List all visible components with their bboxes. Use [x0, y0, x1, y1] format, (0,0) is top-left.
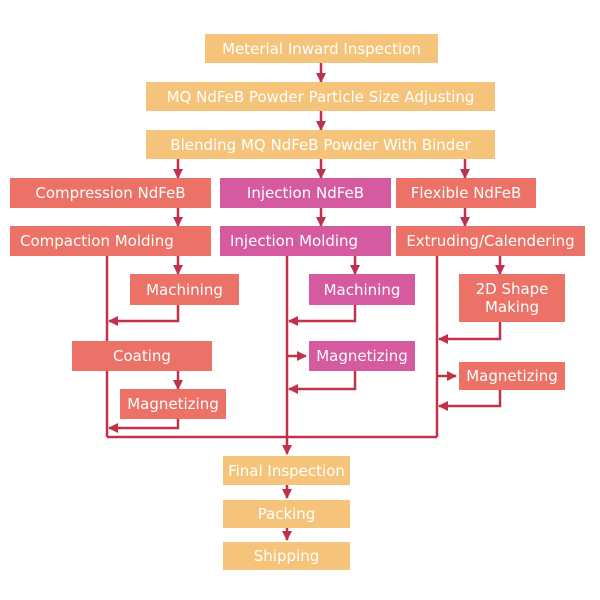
step-inward-inspection: Meterial Inward Inspection	[205, 34, 438, 63]
step-final-inspection: Final Inspection	[223, 456, 350, 485]
flexible-2d-shape-making: 2D Shape Making	[459, 274, 565, 322]
injection-title: Injection NdFeB	[220, 178, 391, 208]
flexible-title: Flexible NdFeB	[396, 178, 536, 208]
flexible-extruding: Extruding/Calendering	[396, 226, 585, 256]
compression-magnetizing: Magnetizing	[120, 389, 226, 419]
step-particle-size-adjusting: MQ NdFeB Powder Particle Size Adjusting	[146, 82, 495, 111]
arrow-flex-magnetizing-return	[438, 390, 502, 411]
injection-molding: Injection Molding	[220, 226, 391, 256]
injection-machining: Machining	[309, 274, 415, 305]
compression-title: Compression NdFeB	[10, 178, 211, 208]
step-packing: Packing	[223, 500, 350, 528]
arrow-machining-return	[108, 305, 180, 326]
arrow-inj-machining-return	[288, 305, 357, 326]
compression-coating: Coating	[72, 341, 212, 371]
arrow-magnetizing-return	[108, 419, 180, 433]
arrow-inj-magnetizing-return	[288, 371, 357, 394]
arrow-shape-return	[438, 322, 502, 344]
compression-machining: Machining	[130, 274, 239, 305]
injection-magnetizing: Magnetizing	[309, 341, 415, 371]
compression-molding: Compaction Molding	[10, 226, 211, 256]
step-blending: Blending MQ NdFeB Powder With Binder	[146, 130, 495, 159]
step-shipping: Shipping	[223, 542, 350, 570]
flexible-magnetizing: Magnetizing	[459, 362, 565, 390]
